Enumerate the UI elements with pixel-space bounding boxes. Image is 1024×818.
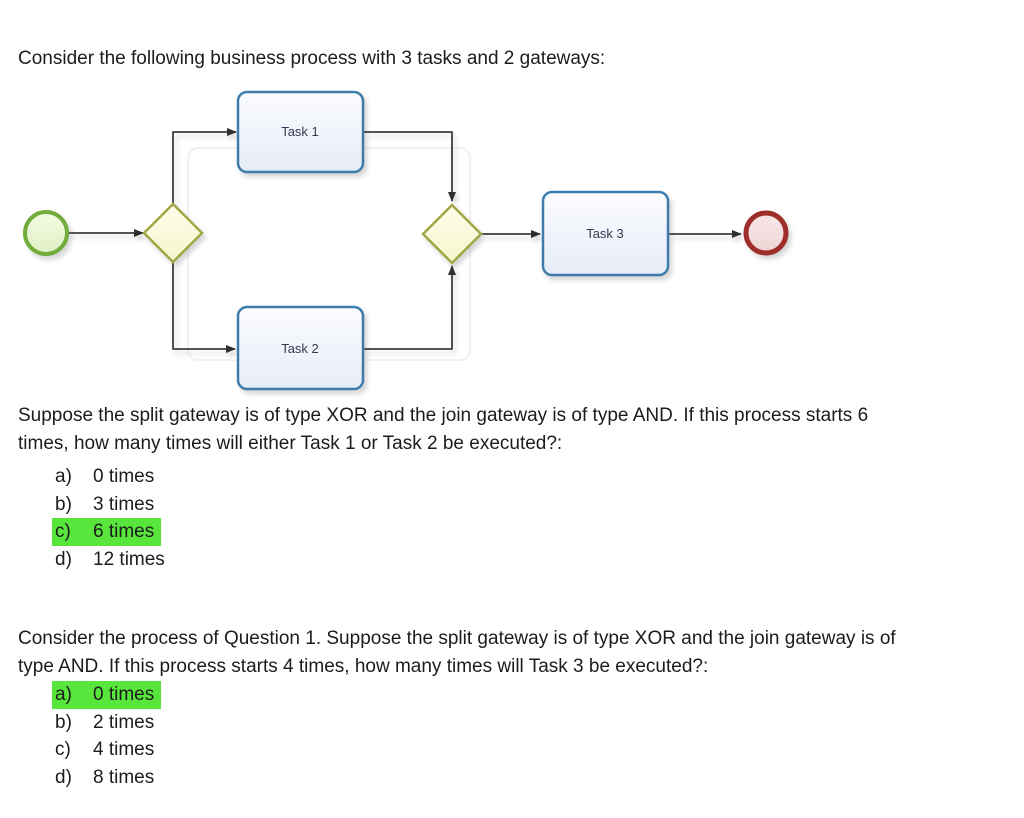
q1-option-a[interactable]: a) 0 times [55,463,172,491]
page-title: Consider the following business process … [18,48,606,69]
join-gateway [421,203,483,265]
split-gateway [142,202,204,264]
task3-label: Task 3 [586,226,624,241]
flow-split-to-task1 [172,128,237,203]
option-text: 6 times [93,521,155,542]
question1-options: a) 0 times b) 3 times c) 6 times d) 12 times [52,463,172,574]
option-text: 3 times [93,493,155,515]
option-letter: d) [55,548,72,570]
task2-label: Task 2 [281,341,319,356]
flow-task2-to-join [363,265,456,350]
option-letter: b) [55,711,72,733]
flow-split-to-task2 [172,262,236,353]
end-event [743,210,789,256]
task1-label: Task 1 [281,124,319,139]
option-text: 12 times [93,548,165,570]
option-letter: c) [55,739,71,760]
option-letter: b) [55,493,72,515]
option-text: 2 times [93,711,155,733]
process-diagram: Task 1 Task 2 Task 3 [23,90,789,391]
q1-option-c[interactable]: c) 6 times [52,518,172,546]
q1-option-d[interactable]: d) 12 times [55,546,172,574]
task1-node [236,90,365,174]
flow-task1-to-join [363,131,456,202]
option-text: 4 times [93,739,155,760]
option-letter: d) [55,766,72,788]
start-event [23,210,69,256]
question2-options: a) 0 times b) 2 times c) 4 times d) 8 times [52,681,162,792]
q2-option-a[interactable]: a) 0 times [52,681,162,709]
question2-text: Consider the process of Question 1. Supp… [18,628,896,677]
option-text: 0 times [93,684,155,705]
option-text: 8 times [93,766,155,788]
option-letter: a) [55,466,72,487]
task3-node [541,190,670,277]
q2-option-b[interactable]: b) 2 times [55,709,161,737]
option-letter: c) [55,521,71,542]
q2-option-d[interactable]: d) 8 times [55,764,161,792]
option-letter: a) [55,684,72,705]
option-text: 0 times [93,466,155,487]
task2-node [236,305,365,391]
q2-option-c[interactable]: c) 4 times [55,736,161,764]
question1-text: Suppose the split gateway is of type XOR… [18,405,869,454]
q1-option-b[interactable]: b) 3 times [55,491,172,519]
